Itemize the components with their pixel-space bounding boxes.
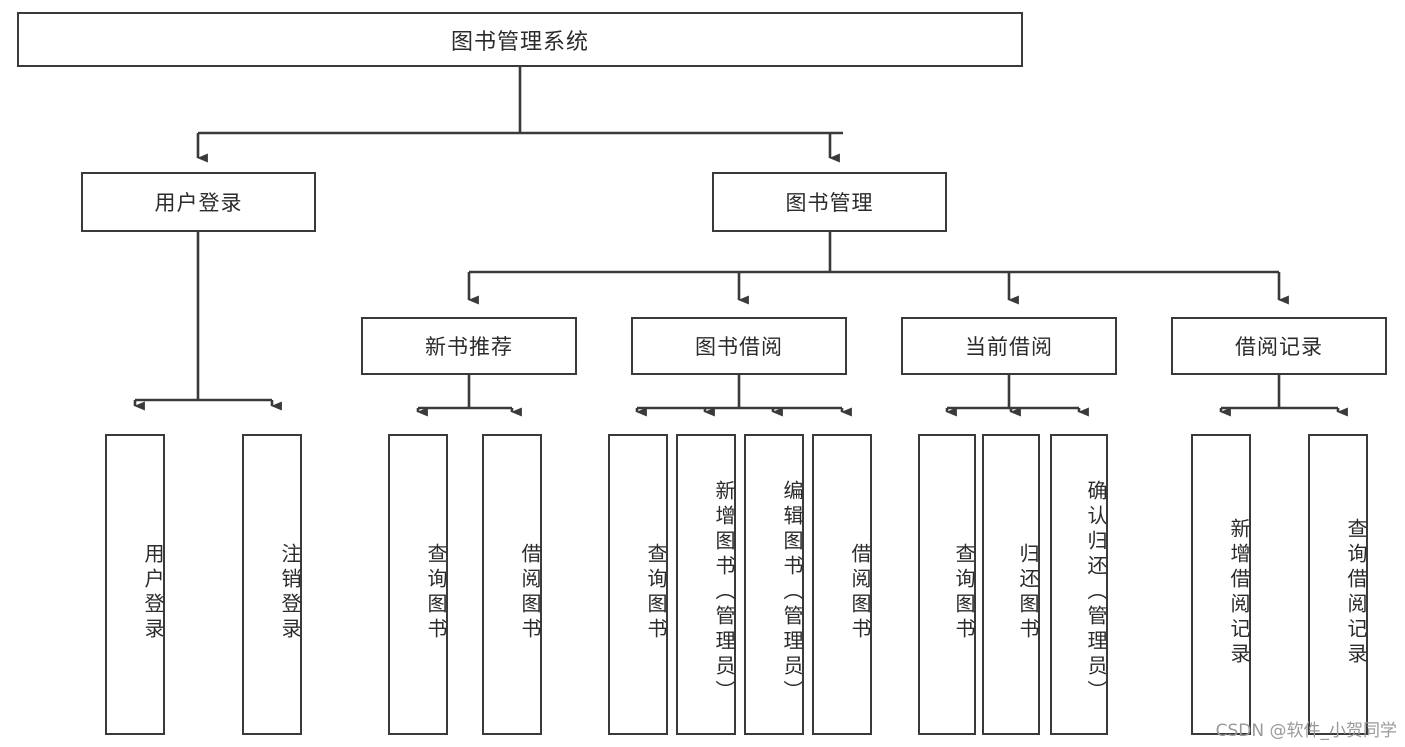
node-label: 查询借阅记录 [1344,517,1368,668]
node-book-borrow[interactable]: 图书借阅 [631,317,847,375]
leaf-borrow-add-book[interactable]: 新增图书（管理员） [676,434,736,735]
node-label: 用户登录 [154,191,243,215]
node-label: 注销登录 [278,542,302,643]
node-book-management[interactable]: 图书管理 [712,172,947,232]
node-label: 图书管理 [785,191,874,215]
node-label: 编辑图书（管理员） [780,480,804,705]
node-borrow-record[interactable]: 借阅记录 [1171,317,1387,375]
leaf-borrow-edit-book[interactable]: 编辑图书（管理员） [744,434,804,735]
node-label: 确认归还（管理员） [1084,480,1108,705]
leaf-user-logout[interactable]: 注销登录 [242,434,302,735]
node-label: 查询图书 [644,542,668,643]
node-label: 借阅记录 [1235,335,1323,359]
node-label: 用户登录 [141,542,165,643]
leaf-borrow-query-book[interactable]: 查询图书 [608,434,668,735]
node-current-borrow[interactable]: 当前借阅 [901,317,1117,375]
node-user-login[interactable]: 用户登录 [81,172,316,232]
csdn-watermark: CSDN @软件_小贺同学 [1215,721,1397,741]
node-label: 新书推荐 [425,335,513,359]
leaf-recommend-query-book[interactable]: 查询图书 [388,434,448,735]
node-label: 查询图书 [424,542,448,643]
node-label: 查询图书 [952,542,976,643]
leaf-user-login[interactable]: 用户登录 [105,434,165,735]
leaf-record-add-record[interactable]: 新增借阅记录 [1191,434,1251,735]
node-new-book-recommend[interactable]: 新书推荐 [361,317,577,375]
node-label: 新增图书（管理员） [712,480,736,705]
node-label: 图书借阅 [695,335,783,359]
leaf-borrow-borrow-book[interactable]: 借阅图书 [812,434,872,735]
leaf-record-query-record[interactable]: 查询借阅记录 [1308,434,1368,735]
leaf-current-return-book[interactable]: 归还图书 [982,434,1040,735]
node-label: 新增借阅记录 [1227,517,1251,668]
leaf-current-query-book[interactable]: 查询图书 [918,434,976,735]
leaf-current-confirm-return[interactable]: 确认归还（管理员） [1050,434,1108,735]
node-root-system[interactable]: 图书管理系统 [17,12,1023,67]
node-label: 借阅图书 [518,542,542,643]
node-label: 借阅图书 [848,542,872,643]
leaf-recommend-borrow-book[interactable]: 借阅图书 [482,434,542,735]
node-label: 当前借阅 [965,335,1053,359]
node-label: 图书管理系统 [450,29,589,55]
node-label: 归还图书 [1016,542,1040,643]
